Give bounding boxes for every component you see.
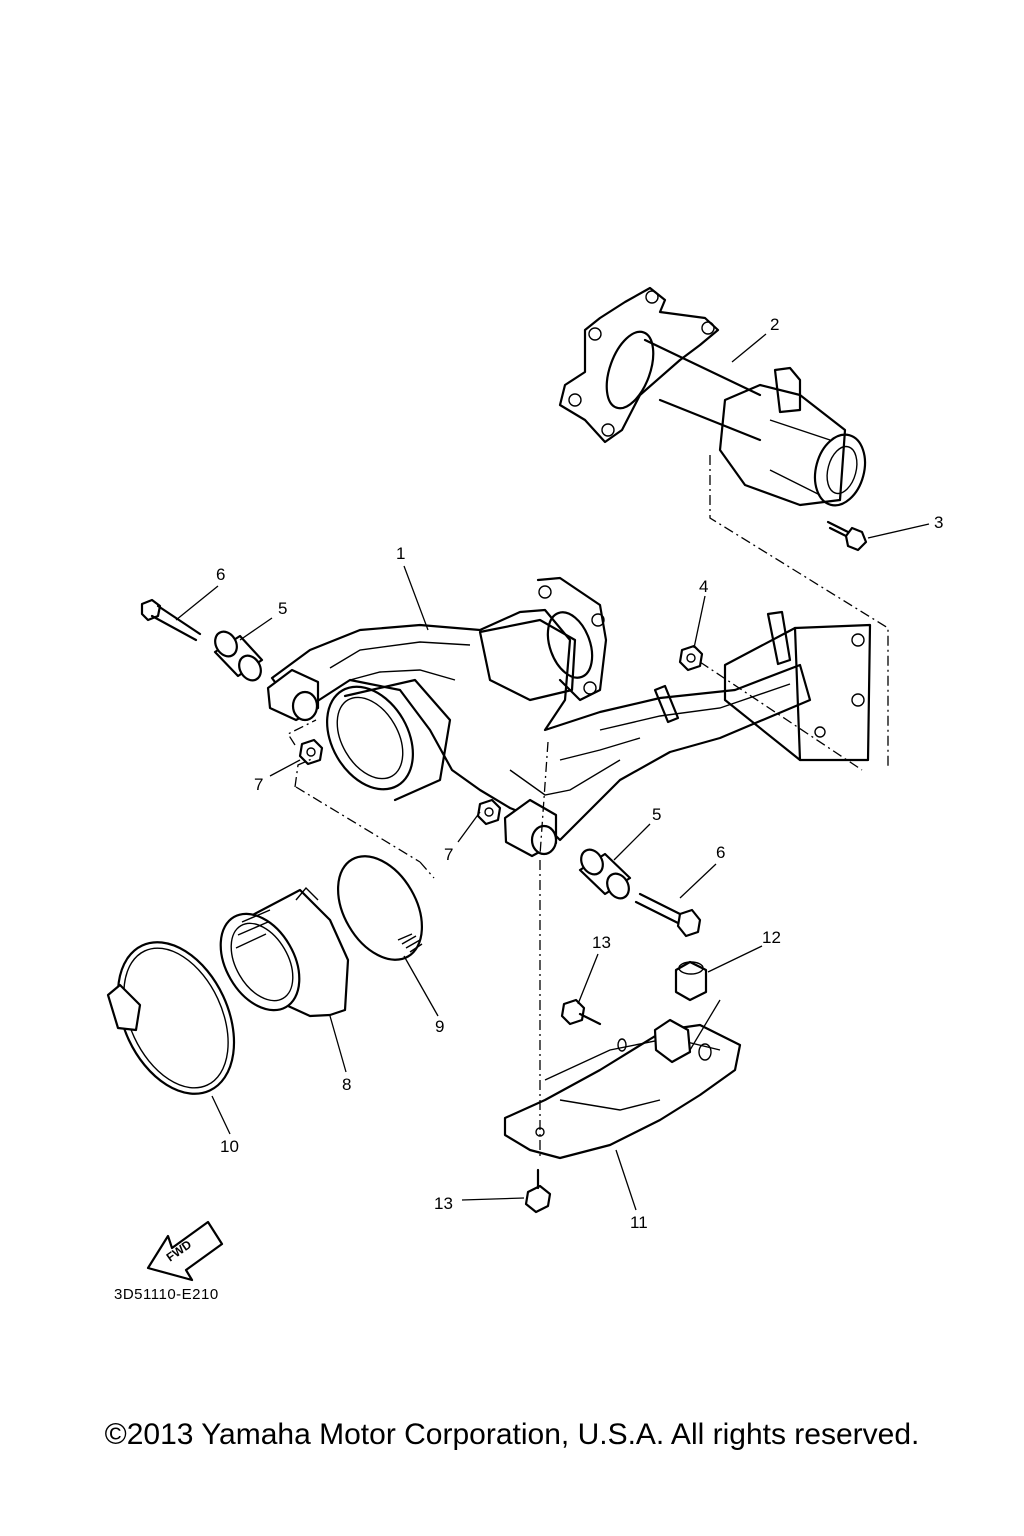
part-13-bolt-lower bbox=[524, 1168, 552, 1214]
callout-7-left: 7 bbox=[254, 775, 263, 794]
leader-lines bbox=[175, 333, 930, 1211]
part-7-nut-left bbox=[298, 738, 324, 766]
copyright-notice: ©2013 Yamaha Motor Corporation, U.S.A. A… bbox=[104, 1418, 920, 1451]
part-10-clamp-band bbox=[106, 941, 236, 1095]
part-6-bolt-upper bbox=[140, 598, 202, 642]
fwd-arrow-icon: FWD bbox=[146, 1220, 224, 1282]
part-4-nut bbox=[678, 644, 704, 672]
alignment-lines bbox=[287, 455, 889, 1160]
callout-5-upper: 5 bbox=[278, 599, 287, 618]
callout-13-upper: 13 bbox=[592, 933, 611, 952]
part-5-collar-lower bbox=[578, 848, 632, 900]
callout-7-right: 7 bbox=[444, 845, 453, 864]
callout-10: 10 bbox=[220, 1137, 239, 1156]
callout-numbers: 1 2 3 4 5 5 6 6 7 7 8 9 10 11 12 13 13 bbox=[216, 315, 943, 1232]
callout-3: 3 bbox=[934, 513, 943, 532]
callout-5-lower: 5 bbox=[652, 805, 661, 824]
part-1-swingarm bbox=[266, 576, 872, 858]
part-13-bolt-upper bbox=[560, 998, 602, 1026]
callout-11: 11 bbox=[630, 1213, 648, 1232]
part-8-boot bbox=[219, 886, 350, 1018]
callout-6-lower: 6 bbox=[716, 843, 725, 862]
part-9-circlip bbox=[336, 855, 424, 961]
callout-12: 12 bbox=[762, 928, 781, 947]
diagram-code: 3D51110-E210 bbox=[114, 1286, 219, 1303]
callout-13-lower: 13 bbox=[434, 1194, 453, 1213]
callout-6-upper: 6 bbox=[216, 565, 225, 584]
callout-8: 8 bbox=[342, 1075, 351, 1094]
callout-9: 9 bbox=[435, 1017, 444, 1036]
callout-4: 4 bbox=[699, 577, 708, 596]
part-2-axle-housing bbox=[558, 286, 867, 507]
callout-1: 1 bbox=[396, 544, 405, 563]
part-11-skid-plate bbox=[503, 1018, 742, 1160]
part-6-bolt-lower bbox=[634, 892, 702, 938]
part-12-bushing bbox=[674, 960, 708, 1002]
part-7-nut-right bbox=[476, 798, 502, 826]
part-5-collar-upper bbox=[213, 630, 264, 682]
callout-2: 2 bbox=[770, 315, 779, 334]
part-3-bolt bbox=[826, 520, 868, 552]
